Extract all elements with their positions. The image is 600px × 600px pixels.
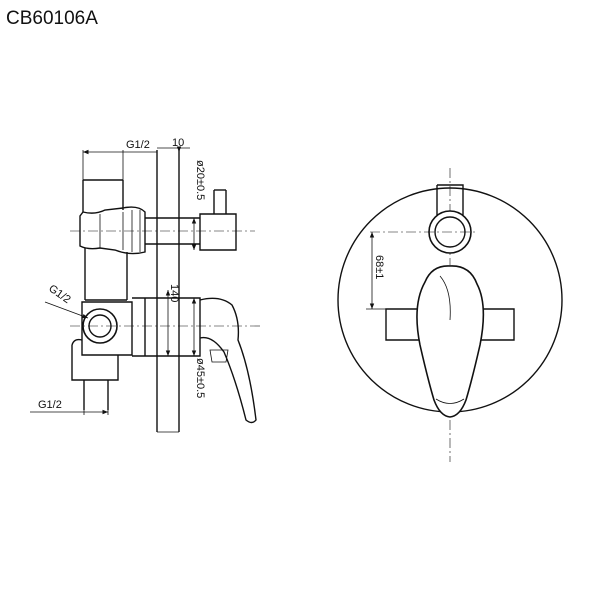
- diverter-stem: [436, 184, 464, 215]
- dim-leader: [44, 301, 89, 319]
- lever-front: [416, 265, 485, 418]
- front-view: 68±1: [337, 168, 563, 462]
- mixer-body: [81, 301, 133, 356]
- model-title: CB60106A: [6, 8, 98, 29]
- dim-g-half-bottom: G1/2: [38, 399, 62, 411]
- dim-ten: 10: [172, 137, 184, 149]
- dim-g-half-top: G1/2: [126, 139, 150, 151]
- dim-g-half-left: G1/2: [46, 283, 72, 307]
- lower-inlet: [71, 338, 119, 381]
- diverter-spindle: [145, 213, 237, 251]
- upper-pipe: [82, 179, 124, 212]
- lever-front-ridge: [435, 275, 465, 404]
- lever-handle-side: [199, 297, 257, 424]
- mixer-sleeve: [132, 297, 201, 357]
- dim-dia20: ø20±0.5: [194, 160, 206, 200]
- dim-one-forty: 140: [168, 284, 180, 302]
- dim-dia45: ø45±0.5: [194, 358, 206, 398]
- body-upper-chamber: [79, 206, 146, 255]
- lower-inlet-pipe: [83, 380, 109, 410]
- body-main: [84, 248, 128, 301]
- lever-handle-detail: [209, 349, 229, 363]
- dim-sixty-eight: 68±1: [373, 255, 385, 279]
- side-view: G1/2 10 ø20±0.5 G1/2 G1/2 140 ø45±0.5: [30, 137, 262, 433]
